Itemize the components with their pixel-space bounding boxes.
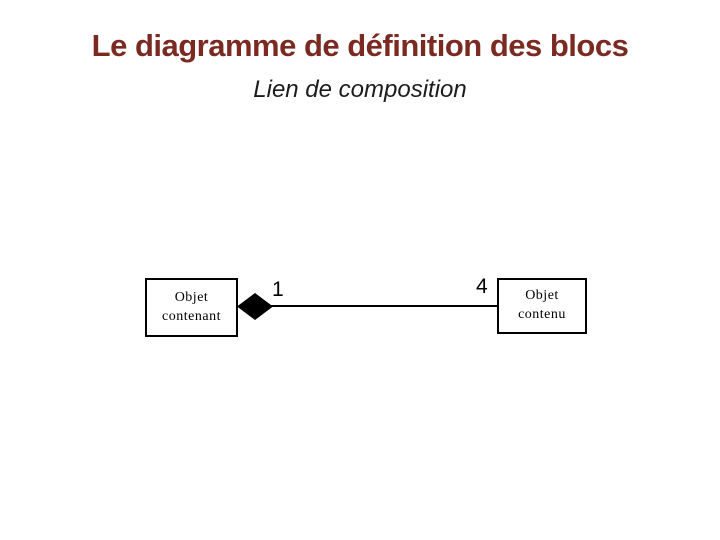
block-label-line1: Objet xyxy=(174,289,209,305)
block-objet-contenant: Objet contenant xyxy=(145,278,238,337)
multiplicity-source-label: 1 xyxy=(272,278,284,301)
slide-title: Le diagramme de définition des blocs xyxy=(91,28,629,63)
slide-subtitle: Lien de composition xyxy=(253,76,467,103)
block-label-line2: contenu xyxy=(518,307,566,322)
block-label-line2: contenant xyxy=(162,308,221,324)
block-objet-contenu: Objet contenu xyxy=(497,278,587,334)
composition-diamond-icon xyxy=(237,293,273,320)
block-label-line1: Objet xyxy=(525,288,559,304)
composition-link-line xyxy=(254,305,497,307)
multiplicity-target-label: 4 xyxy=(476,275,488,298)
